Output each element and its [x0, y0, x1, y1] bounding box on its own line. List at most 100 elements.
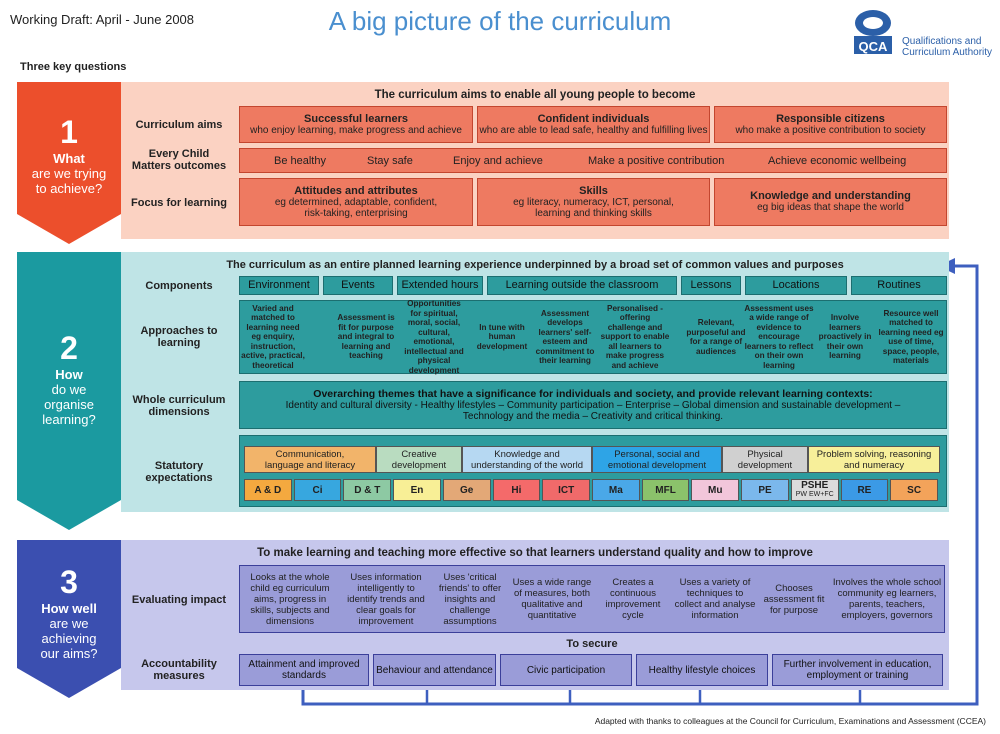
to-secure: To secure [566, 638, 618, 650]
label-dimensions: Whole curriculum dimensions [123, 393, 235, 419]
component-box: Events [323, 276, 393, 295]
evaluating-item: Uses a wide range of measures, both qual… [512, 577, 592, 621]
section2-question-line1: How [55, 367, 83, 382]
subject-box: Hi [492, 479, 541, 501]
learning-area-line: understanding of the world [471, 459, 583, 471]
org-name-line2: Curriculum Authority [902, 47, 993, 58]
evaluating-item: Involves the whole school community eg l… [832, 577, 942, 621]
component-box: Lessons [681, 276, 741, 295]
footer-credit: Adapted with thanks to colleagues at the… [594, 716, 986, 726]
subject-name: Ci [312, 484, 323, 496]
section2-heading: The curriculum as an entire planned lear… [226, 259, 844, 271]
accountability-item: Healthy lifestyle choices [636, 654, 768, 686]
learning-area-line: Problem solving, reasoning [816, 448, 932, 460]
approach-item: Personalised - offering challenge and su… [600, 303, 670, 370]
ecm-outcome: Make a positive contribution [588, 155, 725, 167]
approaches-box [239, 300, 947, 374]
learning-area-line: language and literacy [264, 459, 356, 471]
subject-box: Mu [691, 479, 740, 501]
learning-area-line: development [737, 459, 793, 471]
subject-box: Ci [293, 479, 342, 501]
evaluating-item: Creates a continuous improvement cycle [605, 577, 661, 621]
subject-box: Ge [442, 479, 491, 501]
focus-title: Attitudes and attributes [294, 184, 418, 197]
subject-box: ICT [542, 479, 590, 501]
org-name-line1: Qualifications and [902, 36, 982, 47]
component-box: Locations [745, 276, 847, 295]
svg-text:QCA: QCA [859, 39, 889, 54]
section3-arrow: 3 How well are we achieving our aims? [17, 540, 121, 698]
focus-desc: eg literacy, numeracy, ICT, personal, [513, 196, 674, 208]
approach-item: Varied and matched to learning need eg e… [241, 303, 305, 370]
subject-name: PE [758, 484, 772, 496]
approach-item: Involve learners proactively in their ow… [818, 313, 872, 361]
section3-question-line2: are we [49, 616, 89, 631]
label-approaches-line2: learning [157, 337, 201, 349]
subject-name: ICT [558, 484, 575, 496]
subject-box: A & D [244, 479, 292, 501]
subject-box: SC [890, 479, 938, 501]
subject-name: Ma [608, 484, 623, 496]
label-ecm-line2: Matters outcomes [131, 160, 227, 172]
dimensions-text: Technology and the media – Creativity an… [462, 410, 724, 422]
subject-sub: PW EW+FC [795, 491, 834, 498]
focus-desc: learning and thinking skills [535, 207, 652, 219]
label-dimensions-line2: dimensions [148, 406, 210, 418]
component-box: Learning outside the classroom [487, 276, 677, 295]
accountability-item: Attainment and improved standards [239, 654, 369, 686]
subject-name: Hi [511, 484, 522, 496]
component-box: Extended hours [397, 276, 483, 295]
section1-heading: The curriculum aims to enable all young … [374, 89, 696, 101]
learning-area: Communication,language and literacy [244, 446, 376, 473]
dimensions-text: Identity and cultural diversity - Health… [285, 399, 901, 411]
approach-item: Resource well matched to learning need e… [878, 308, 944, 366]
section2-question-line4: learning? [42, 412, 96, 427]
label-accountability-line2: measures [153, 670, 205, 682]
section1-question-line3: to achieve? [35, 181, 103, 196]
section3-heading: To make learning and teaching more effec… [257, 547, 813, 559]
focus-desc: eg big ideas that shape the world [757, 202, 904, 213]
ecm-outcome: Enjoy and achieve [453, 155, 543, 167]
label-approaches: Approaches to learning [123, 324, 235, 350]
subject-name: SC [907, 484, 922, 496]
focus-title: Knowledge and understanding [750, 190, 911, 202]
section1-question-line2: are we trying [31, 166, 107, 181]
qca-logo: QCA [850, 6, 896, 56]
label-focus-for-learning: Focus for learning [131, 197, 227, 209]
focus-desc: eg determined, adaptable, confident, [274, 196, 438, 208]
section2-question-line3: organise [44, 397, 94, 412]
label-accountability-line1: Accountability [141, 658, 217, 670]
three-key-questions: Three key questions [20, 61, 127, 73]
section1-question-line1: What [53, 151, 85, 166]
section1-arrow: 1 What are we trying to achieve? [17, 82, 121, 244]
section3-question-line3: achieving [41, 631, 97, 646]
label-statutory-line1: Statutory [154, 460, 204, 472]
aim-title: Confident individuals [537, 112, 650, 125]
org-name: Qualifications and Curriculum Authority [902, 36, 992, 58]
ecm-outcomes-box [239, 148, 947, 173]
learning-area-line: Communication, [275, 448, 345, 460]
working-draft-label: Working Draft: April - June 2008 [10, 12, 195, 27]
approach-item: In tune with human development [476, 322, 528, 351]
label-curriculum-aims: Curriculum aims [135, 119, 223, 131]
focus-desc: risk-taking, enterprising [304, 207, 408, 219]
accountability-item: Behaviour and attendance [373, 654, 496, 686]
subject-name: En [410, 484, 424, 496]
label-ecm-outcomes: Every Child Matters outcomes [123, 147, 235, 173]
section1-number: 1 [60, 114, 78, 150]
label-dimensions-line1: Whole curriculum [132, 394, 226, 406]
section2-arrow: 2 How do we organise learning? [17, 252, 121, 530]
evaluating-box [239, 565, 945, 633]
subject-name: RE [857, 484, 872, 496]
component-box: Routines [851, 276, 947, 295]
label-statutory: Statutory expectations [123, 459, 235, 485]
